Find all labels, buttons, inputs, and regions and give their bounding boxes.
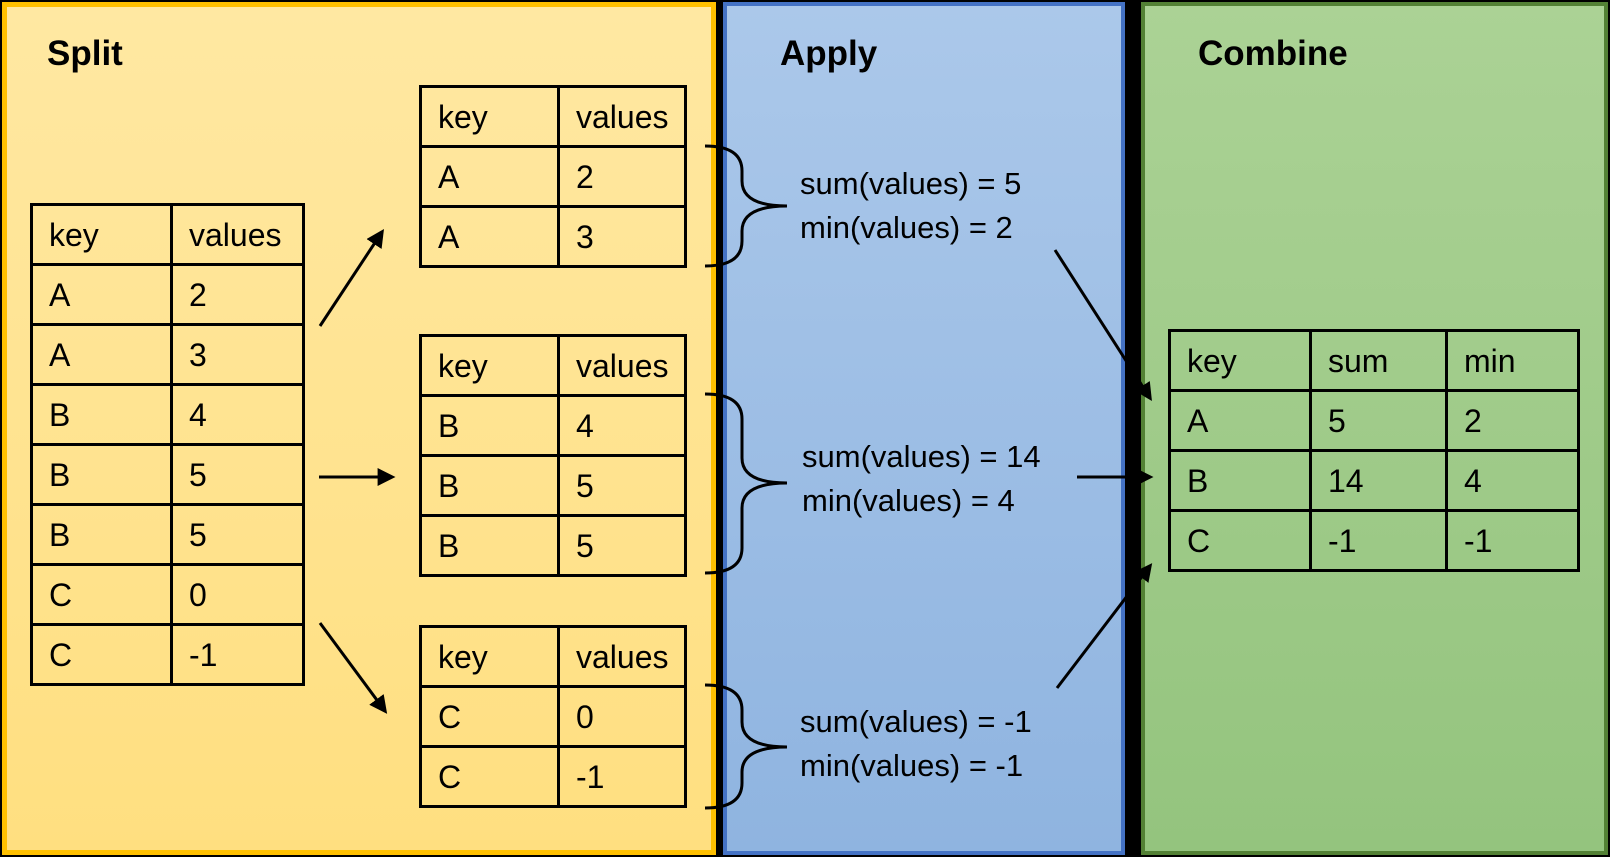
table-header-cell: values [170,203,305,266]
apply-result-group-a: sum(values) = 5 min(values) = 2 [800,162,1021,250]
table-cell: 5 [557,514,687,577]
table-cell: 5 [1309,389,1448,452]
table-cell: A [419,205,560,268]
table-cell: B [30,503,173,566]
table-cell: B [419,454,560,517]
table-cell: 2 [1445,389,1580,452]
apply-panel [723,2,1125,855]
apply-result-group-c: sum(values) = -1 min(values) = -1 [800,700,1032,788]
table-cell: A [1168,389,1312,452]
table-cell: B [1168,449,1312,512]
table-cell: -1 [557,745,687,808]
table-cell: 4 [1445,449,1580,512]
apply-min-line: min(values) = 2 [800,210,1013,245]
table-cell: C [30,563,173,626]
table-header-cell: key [419,85,560,148]
combine-panel-title: Combine [1198,34,1348,73]
table-row: C-1 [419,745,687,808]
table-cell: B [419,394,560,457]
table-cell: 4 [170,383,305,446]
apply-result-group-b: sum(values) = 14 min(values) = 4 [802,435,1041,523]
apply-min-line: min(values) = 4 [802,483,1015,518]
table-cell: A [419,145,560,208]
table-cell: A [30,263,173,326]
table-header-cell: values [557,625,687,688]
table-cell: B [30,383,173,446]
table-header-cell: sum [1309,329,1448,392]
table-header-cell: key [419,625,560,688]
table-cell: 4 [557,394,687,457]
table-header-cell: values [557,85,687,148]
table-cell: 2 [557,145,687,208]
table-cell: -1 [170,623,305,686]
split-panel-title: Split [47,34,123,73]
table-cell: -1 [1445,509,1580,572]
table-row: C-1 [30,623,305,686]
table-cell: A [30,323,173,386]
table-cell: 14 [1309,449,1448,512]
table-cell: C [30,623,173,686]
table-cell: B [30,443,173,506]
table-header-cell: key [1168,329,1312,392]
apply-sum-line: sum(values) = -1 [800,704,1032,739]
table-cell: B [419,514,560,577]
table-cell: 3 [170,323,305,386]
apply-min-line: min(values) = -1 [800,748,1024,783]
table-cell: 5 [557,454,687,517]
table-cell: C [419,685,560,748]
table-cell: -1 [1309,509,1448,572]
table-cell: C [419,745,560,808]
table-cell: 5 [170,443,305,506]
table-cell: 5 [170,503,305,566]
table-header-cell: min [1445,329,1580,392]
table-row: C-1-1 [1168,509,1580,572]
table-cell: 2 [170,263,305,326]
table-cell: C [1168,509,1312,572]
apply-sum-line: sum(values) = 5 [800,166,1022,201]
table-header-cell: key [30,203,173,266]
table-header-cell: key [419,334,560,397]
table-header-cell: values [557,334,687,397]
table-cell: 0 [557,685,687,748]
apply-sum-line: sum(values) = 14 [802,439,1041,474]
apply-panel-title: Apply [780,34,878,73]
table-cell: 0 [170,563,305,626]
table-cell: 3 [557,205,687,268]
